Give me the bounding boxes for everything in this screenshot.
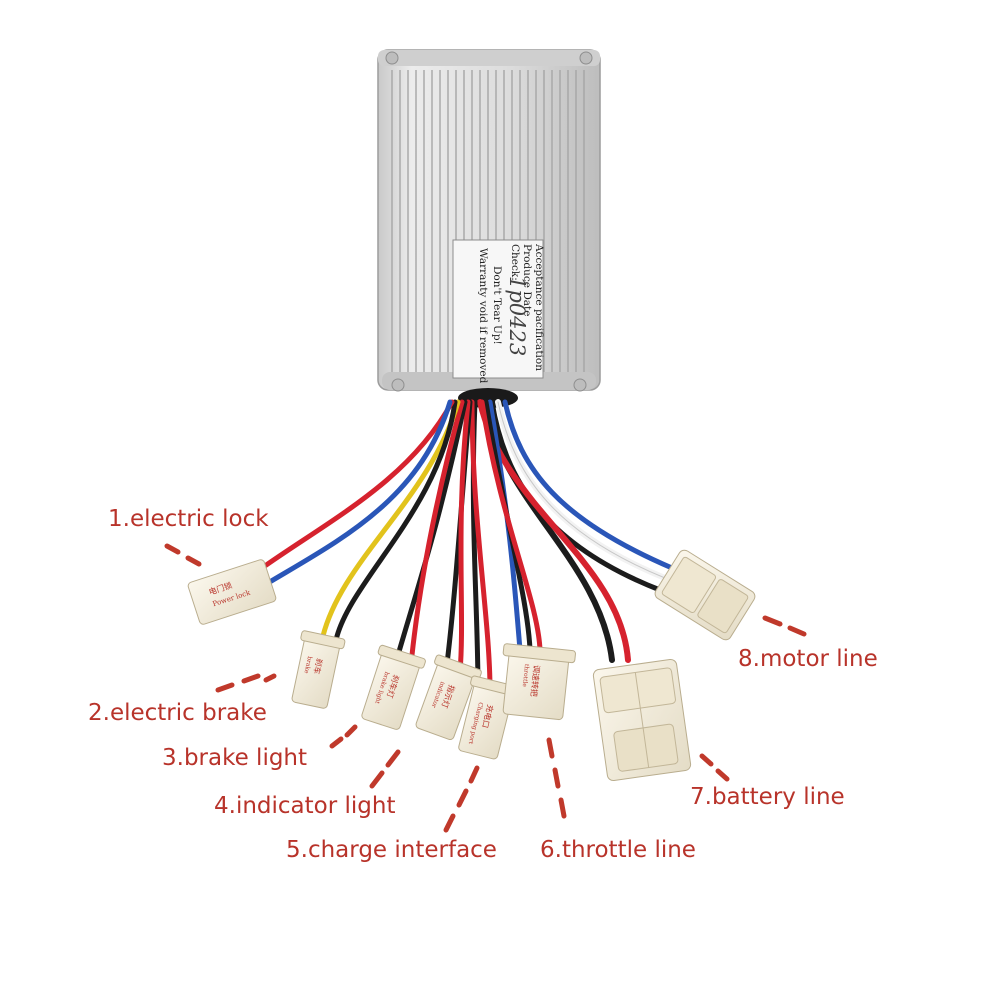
wire-bundle: [259, 399, 675, 693]
connector-brake-en: brake: [302, 656, 313, 675]
leader-electric-brake: [215, 673, 277, 693]
leader-electric-lock: [164, 543, 202, 567]
label-battery-line: 7.battery line: [690, 784, 845, 810]
connector-indicator-light: 指示灯 indicator: [415, 654, 482, 741]
leader-throttle-line: [546, 737, 567, 819]
connector-motor-line: [654, 549, 756, 641]
warranty-sticker: Acceptance pacification Produce Date Che…: [452, 239, 545, 384]
label-indicator-light: 4.indicator light: [214, 793, 396, 819]
label-throttle-line: 6.throttle line: [540, 837, 696, 863]
connector-brake-light: 刹车灯 brake light: [361, 644, 426, 730]
leader-battery-line: [699, 753, 730, 782]
connector-throttle-cn: 调速转把: [529, 664, 542, 697]
label-motor-line: 8.motor line: [738, 646, 878, 672]
sticker-line-4: Don't Tear Up!: [491, 266, 503, 345]
sticker-line-3: Check:: [509, 244, 521, 281]
sticker-line-5: Warranty void if removed: [477, 248, 489, 384]
connector-throttle-en: throttle: [521, 664, 530, 688]
leader-charge-interface: [443, 765, 480, 833]
sticker-line-1: Acceptance pacification: [533, 243, 545, 371]
handwritten-code: 1p0423: [505, 276, 529, 356]
connector-electric-lock: 电门锁 Power lock: [187, 559, 277, 625]
label-charge-interface: 5.charge interface: [286, 837, 497, 863]
label-electric-brake: 2.electric brake: [88, 700, 267, 726]
connector-battery-line: [592, 658, 692, 782]
connector-electric-brake: 刹车 brake: [291, 630, 346, 709]
label-electric-lock: 1.electric lock: [108, 506, 269, 532]
leader-lines: [164, 543, 807, 833]
connector-throttle-line: 调速转把 throttle: [502, 643, 576, 721]
leader-indicator-light: [369, 749, 401, 789]
leader-brake-light: [329, 724, 358, 749]
sticker-line-2: Produce Date: [521, 244, 533, 316]
leader-motor-line: [762, 615, 807, 637]
label-brake-light: 3.brake light: [162, 745, 308, 771]
connector-brake-cn: 刹车: [312, 657, 325, 675]
